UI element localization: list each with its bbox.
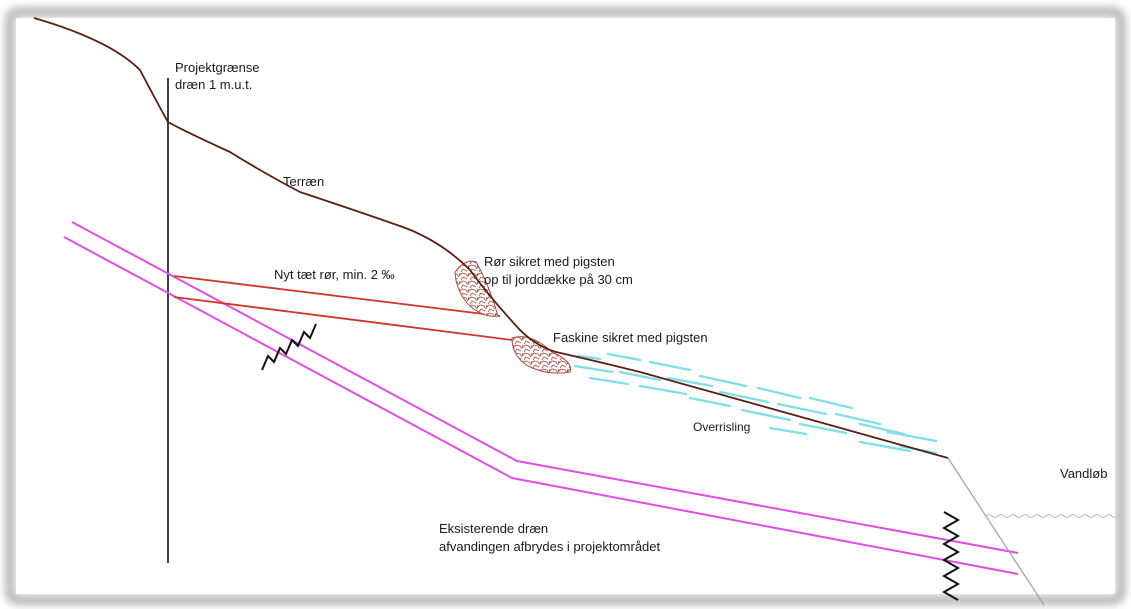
irrigation-label: Overrisling xyxy=(693,420,750,434)
existing-drain-label-2: afvandingen afbrydes i projektområdet xyxy=(439,539,661,554)
stone-fill-icon xyxy=(454,260,499,317)
pipe-secured-label-2: op til jorddække på 30 cm xyxy=(484,272,633,287)
frame-inner xyxy=(16,18,1115,594)
break-zigzag-icon xyxy=(941,511,961,601)
frame-shadow xyxy=(5,7,1126,605)
fascine-label: Faskine sikret med pigsten xyxy=(553,330,708,345)
irrigation-zone xyxy=(573,352,938,455)
terrain-label: Terræn xyxy=(283,174,324,189)
break-zigzag-icon xyxy=(261,323,317,371)
terrain-line xyxy=(33,17,949,459)
existing-drain-lower xyxy=(63,236,1019,575)
water-wave-icon xyxy=(985,514,1125,518)
new-pipe-label: Nyt tæt rør, min. 2 ‰ xyxy=(274,267,395,282)
project-boundary-label-1: Projektgrænse xyxy=(175,60,260,75)
stone-fill-icon xyxy=(511,336,572,374)
project-boundary-label-2: dræn 1 m.u.t. xyxy=(175,77,252,92)
pipe-secured-label-1: Rør sikret med pigsten xyxy=(484,254,615,269)
existing-drain-upper xyxy=(71,221,1019,554)
new-pipe-lower xyxy=(173,296,521,342)
stream-bank-line xyxy=(947,457,1045,606)
stream-label: Vandløb xyxy=(1060,466,1107,481)
new-pipe-upper xyxy=(173,275,501,317)
existing-drain-label-1: Eksisterende dræn xyxy=(439,521,548,536)
